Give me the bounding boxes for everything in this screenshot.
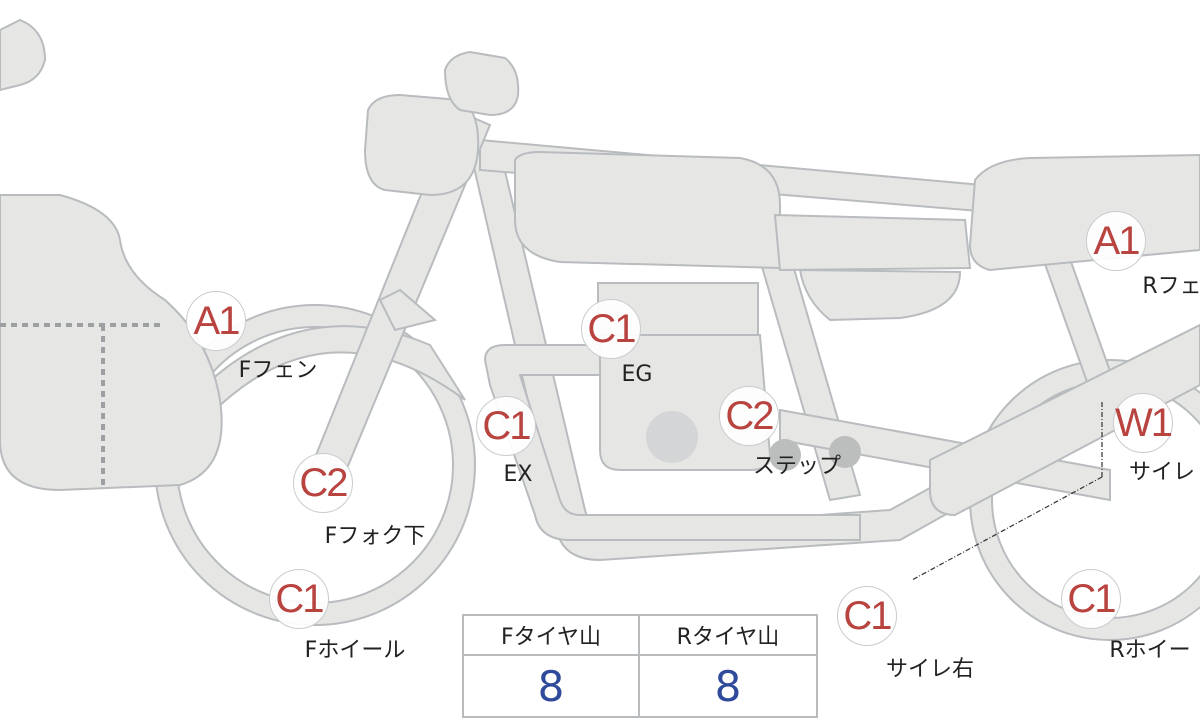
marker-label: Fホイール (304, 638, 406, 663)
front-tire-value: 8 (464, 656, 640, 716)
marker-label: サイレ (1128, 460, 1196, 485)
marker-label: Rフェ (1142, 274, 1200, 299)
marker-code: C1 (1061, 569, 1121, 629)
headlight (363, 93, 480, 197)
marker-code: C2 (719, 386, 779, 446)
step-left (769, 439, 801, 471)
exhaust (483, 344, 861, 541)
marker-code: C1 (476, 396, 536, 456)
rear-cowl (968, 153, 1200, 272)
marker-label: サイレ右 (885, 657, 975, 682)
marker-code: C1 (269, 569, 329, 629)
marker-code: A1 (186, 291, 246, 351)
marker-label: ステップ (752, 454, 842, 479)
fuel-tank (514, 150, 781, 270)
marker-code: A1 (1086, 211, 1146, 271)
marker-label: EX (503, 462, 533, 487)
marker-code: C2 (293, 453, 353, 513)
engine-plug (646, 411, 698, 463)
front-tire-header: Fタイヤ山 (464, 616, 640, 656)
marker-code: C1 (837, 586, 897, 646)
rear-tire-value: 8 (714, 661, 742, 711)
tire-tread-table: Fタイヤ山 Rタイヤ山 8 8 (462, 614, 818, 718)
marker-label: Fフェン (238, 358, 318, 383)
marker-label: EG (621, 362, 653, 387)
rear-tire-header: Rタイヤ山 (640, 616, 816, 656)
windscreen (0, 194, 223, 492)
seat (773, 213, 972, 272)
marker-code: W1 (1113, 393, 1173, 453)
step-right (829, 436, 861, 468)
marker-label: Rホイー (1109, 638, 1191, 663)
handlebar (443, 50, 520, 117)
marker-code: C1 (581, 299, 641, 359)
marker-label: Fフォク下 (324, 524, 426, 549)
